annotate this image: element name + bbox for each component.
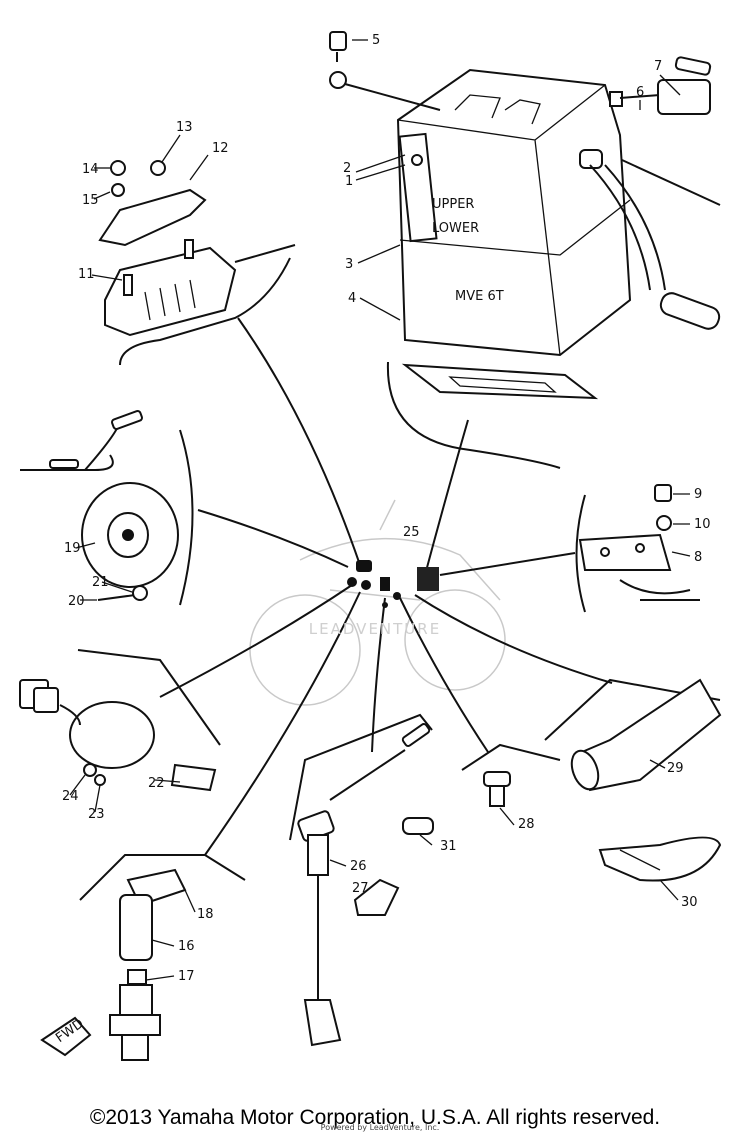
battery-assembly: UPPER LOWER MVE 6T: [396, 68, 632, 400]
part-label-18: 18: [197, 907, 214, 922]
bracket-assembly: [578, 484, 700, 601]
horn-assembly: [20, 410, 179, 601]
part-label-30: 30: [681, 895, 698, 910]
battery-model-label: MVE 6T: [455, 289, 504, 304]
part-labels: 1 2 3 4 5 6 7 8 9 10 11 12 13 14 15 16 1…: [62, 33, 711, 984]
part-label-3: 3: [345, 257, 353, 272]
central-hub: [347, 560, 439, 608]
part-label-23: 23: [88, 807, 105, 822]
part-label-8: 8: [694, 550, 702, 565]
part-label-27: 27: [352, 881, 369, 896]
part-label-6: 6: [636, 85, 644, 100]
powered-by-text: Powered by LeadVenture, Inc.: [320, 1123, 440, 1132]
relay-assembly: [98, 160, 296, 337]
part-label-26: 26: [350, 859, 367, 874]
boot-clamp-assembly: [570, 678, 722, 882]
part-label-11: 11: [78, 267, 95, 282]
battery-lower-label: LOWER: [432, 221, 479, 236]
part-label-14: 14: [82, 162, 99, 177]
battery-cables: [329, 31, 721, 330]
part-label-1: 1: [345, 174, 353, 189]
part-label-25: 25: [403, 525, 420, 540]
part-label-22: 22: [148, 776, 165, 791]
part-label-31: 31: [440, 839, 457, 854]
part-label-4: 4: [348, 291, 356, 306]
part-label-21: 21: [92, 575, 109, 590]
part-label-20: 20: [68, 594, 85, 609]
part-label-28: 28: [518, 817, 535, 832]
part-label-9: 9: [694, 487, 702, 502]
copyright-footer: ©2013 Yamaha Motor Corporation, U.S.A. A…: [89, 1106, 661, 1129]
label-leaders: [69, 39, 691, 981]
part-label-16: 16: [178, 939, 195, 954]
battery-upper-label: UPPER: [432, 197, 474, 212]
part-label-29: 29: [667, 761, 684, 776]
part-label-19: 19: [64, 541, 81, 556]
neutral-switch: [483, 771, 511, 807]
switch-assembly: [19, 679, 217, 792]
part-label-2: 2: [343, 161, 351, 176]
part-label-5: 5: [372, 33, 380, 48]
part-label-13: 13: [176, 120, 193, 135]
part-label-15: 15: [82, 193, 99, 208]
electrical-parts-diagram: UPPER LOWER MVE 6T: [19, 31, 722, 1061]
part-label-7: 7: [654, 59, 662, 74]
group-brackets: [77, 257, 721, 901]
motorcycle-silhouette: [249, 499, 506, 706]
switch-cable-assembly: [297, 723, 434, 1047]
leader-lines: [159, 317, 613, 856]
watermark: LEADVENTURE: [308, 620, 442, 638]
part-label-10: 10: [694, 517, 711, 532]
part-label-12: 12: [212, 141, 229, 156]
part-label-17: 17: [178, 969, 195, 984]
spark-plug-assembly: FWD: [40, 868, 187, 1061]
part-label-24: 24: [62, 789, 79, 804]
